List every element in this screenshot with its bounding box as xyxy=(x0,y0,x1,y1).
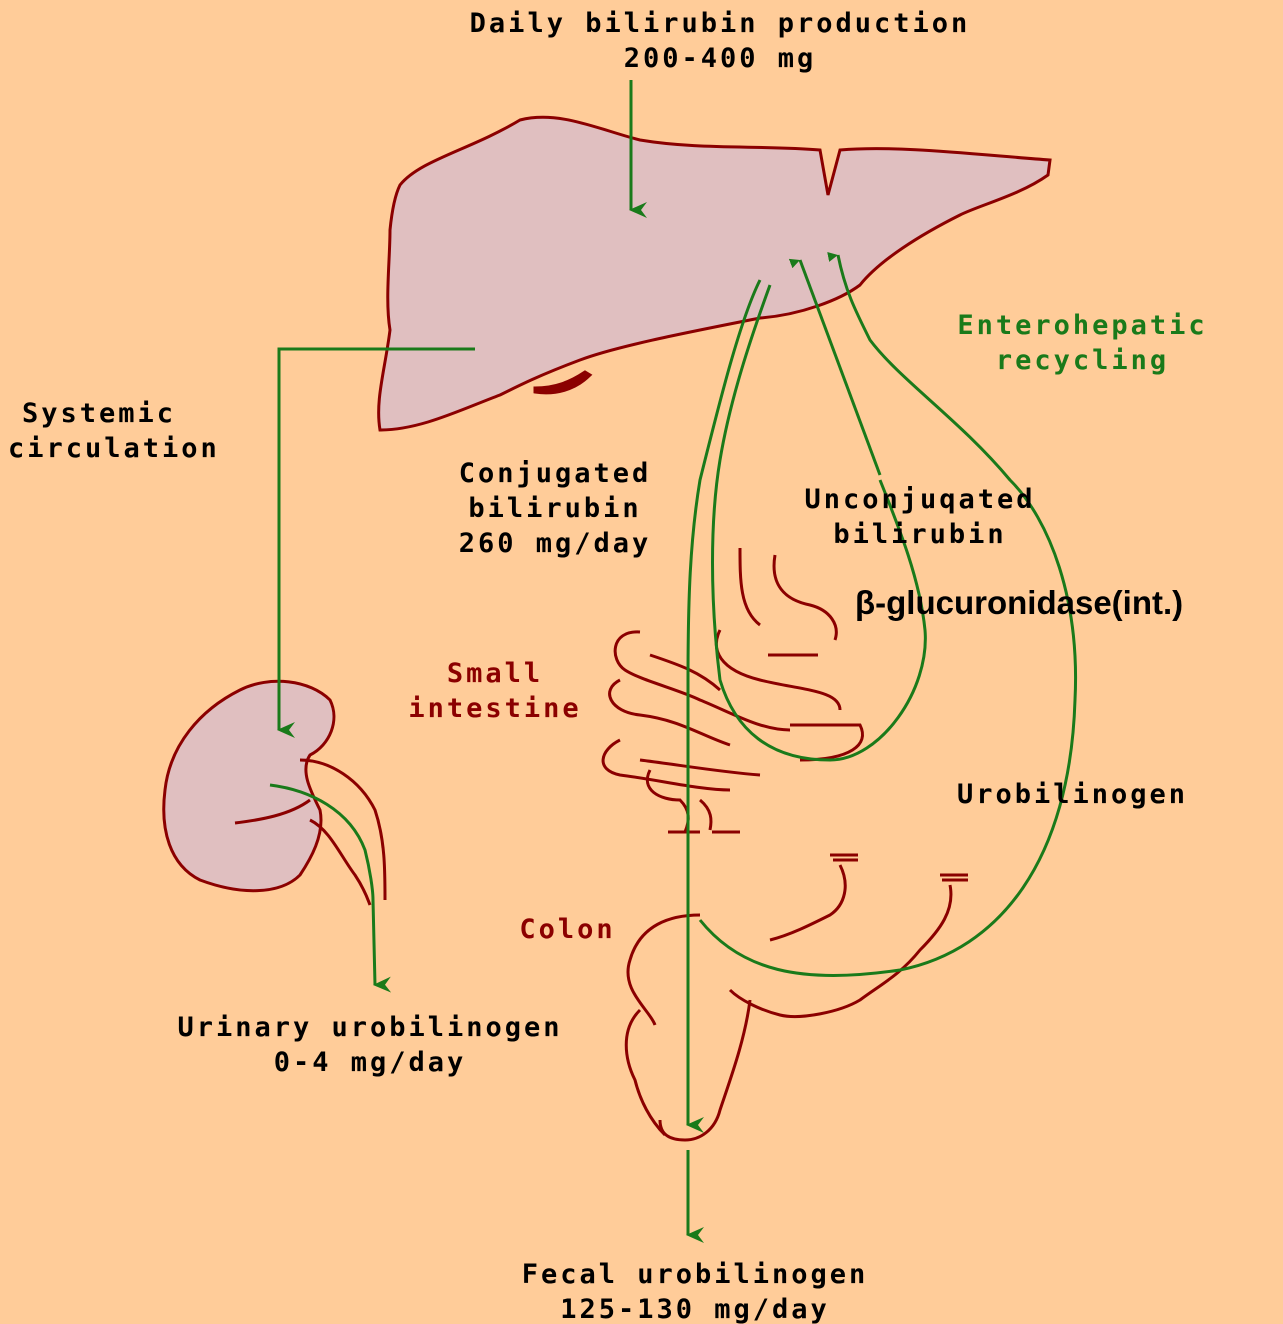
systemic-circulation-label: Systemic circulation xyxy=(8,396,268,466)
conjugated-line1: Conjugated xyxy=(415,456,695,491)
unconjugated-line1: Unconjuqated xyxy=(765,482,1075,517)
conjugated-bilirubin-label: Conjugated bilirubin 260 mg/day xyxy=(415,456,695,561)
colon-label: Colon xyxy=(505,912,630,947)
urinary-line1: Urinary urobilinogen xyxy=(130,1010,610,1045)
enterohepatic-line1: Enterohepatic xyxy=(925,308,1240,343)
small-intestine-line2: intestine xyxy=(395,691,595,726)
daily-production-label: Daily bilirubin production 200-400 mg xyxy=(420,6,1020,76)
urinary-line2: 0-4 mg/day xyxy=(130,1045,610,1080)
daily-production-line2: 200-400 mg xyxy=(420,41,1020,76)
conjugated-line3: 260 mg/day xyxy=(415,526,695,561)
small-intestine xyxy=(603,548,862,832)
daily-production-line1: Daily bilirubin production xyxy=(420,6,1020,41)
kidney xyxy=(164,681,334,890)
fecal-line1: Fecal urobilinogen xyxy=(470,1257,920,1292)
beta-glucuronidase-label: β-glucuronidase(int.) xyxy=(855,585,1280,620)
enterohepatic-recycling-label: Enterohepatic recycling xyxy=(925,308,1240,378)
fecal-urobilinogen-label: Fecal urobilinogen 125-130 mg/day xyxy=(470,1257,920,1324)
systemic-line2: circulation xyxy=(8,431,268,466)
urinary-urobilinogen-label: Urinary urobilinogen 0-4 mg/day xyxy=(130,1010,610,1080)
conjugated-path-outer xyxy=(688,280,760,1125)
systemic-line1: Systemic xyxy=(8,396,268,431)
liver xyxy=(379,117,1050,430)
small-intestine-line1: Small xyxy=(395,656,595,691)
enterohepatic-line2: recycling xyxy=(925,343,1240,378)
unconjugated-line2: bilirubin xyxy=(765,517,1075,552)
fecal-line2: 125-130 mg/day xyxy=(470,1292,920,1324)
colon xyxy=(626,855,968,1140)
urobilinogen-label: Urobilinogen xyxy=(930,777,1215,812)
conjugated-line2: bilirubin xyxy=(415,491,695,526)
small-intestine-label: Small intestine xyxy=(395,656,595,726)
unconjugated-bilirubin-label: Unconjuqated bilirubin xyxy=(765,482,1075,552)
